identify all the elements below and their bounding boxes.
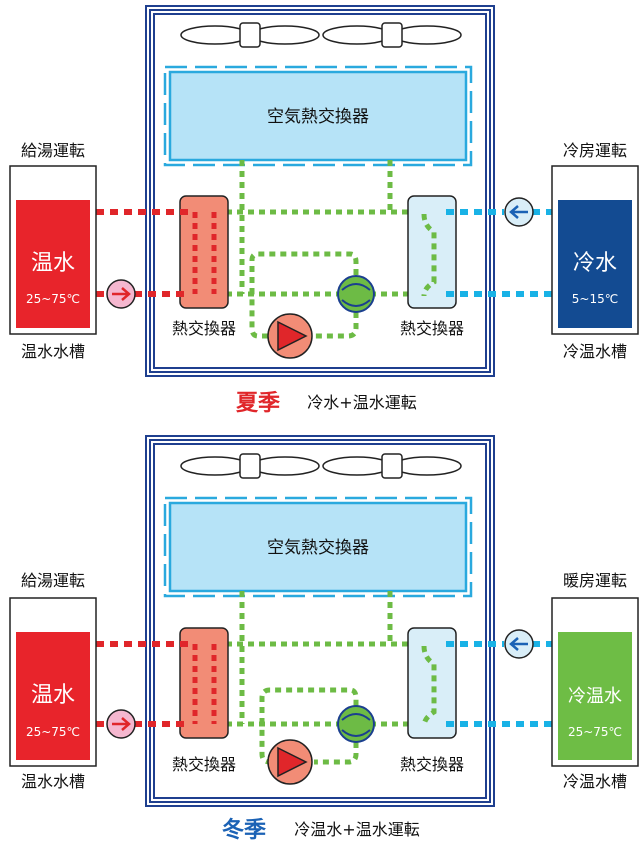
right-tank-temp: 5~15℃ — [572, 292, 618, 306]
fan-icon — [322, 453, 462, 479]
left-tank-name: 温水水槽 — [21, 342, 85, 361]
left-tank-temp: 25~75℃ — [26, 725, 80, 739]
right-tank-name: 冷温水槽 — [563, 342, 627, 361]
right-tank-water — [558, 632, 632, 760]
left-tank-title: 温水 — [31, 683, 75, 708]
cold-water-pump-icon — [504, 629, 534, 659]
expansion-valve-icon — [337, 275, 375, 313]
season-title: 夏季 — [236, 391, 280, 416]
air-hx-label: 空気熱交換器 — [267, 107, 369, 127]
left-tank-water — [16, 632, 90, 760]
right-tank-water — [558, 200, 632, 328]
cold-coil — [421, 645, 437, 727]
air-heat-exchanger — [168, 70, 468, 162]
hot-coil — [192, 212, 217, 294]
compressor-icon — [267, 313, 313, 359]
left-tank-name: 温水水槽 — [21, 772, 85, 791]
right-heat-exchanger — [407, 195, 457, 309]
right-tank-name: 冷温水槽 — [563, 772, 627, 791]
hot-water-pipes — [96, 209, 190, 297]
right-operation-label: 暖房運転 — [563, 571, 627, 590]
air-hx-label: 空気熱交換器 — [267, 538, 369, 558]
air-heat-exchanger-outline — [163, 496, 473, 598]
right-tank-temp: 25~75℃ — [568, 725, 622, 739]
cold-water-pipes — [446, 209, 556, 297]
refrigerant-pipes — [210, 591, 437, 765]
left-tank-water — [16, 200, 90, 328]
left-tank-temp: 25~75℃ — [26, 292, 80, 306]
cold-water-pipes — [446, 641, 556, 727]
cold-water-pump-icon — [504, 197, 534, 227]
air-heat-exchanger-outline — [163, 65, 473, 167]
unit-frame-outer — [145, 435, 495, 807]
mode-label: 冷水+温水運転 — [307, 393, 416, 412]
right-tank-title: 冷水 — [573, 251, 617, 276]
winter-panel: 空気熱交換器 熱交換器 熱交換器 — [9, 435, 639, 843]
refrigerant-pipes — [202, 160, 437, 339]
left-tank-title: 温水 — [31, 251, 75, 276]
unit-frame-middle — [149, 439, 491, 803]
unit-frame-outer — [145, 5, 495, 377]
compressor-icon — [267, 739, 313, 785]
right-tank-title: 冷温水 — [568, 686, 622, 707]
expansion-valve-icon — [337, 705, 375, 743]
hot-water-pipes — [96, 641, 190, 727]
right-operation-label: 冷房運転 — [563, 141, 627, 160]
season-title: 冬季 — [222, 817, 266, 843]
fan-icon — [180, 453, 320, 479]
hot-coil — [192, 644, 217, 724]
summer-panel: 空気熱交換器 熱交換器 熱交換器 — [9, 5, 639, 416]
hot-water-pump-icon — [106, 279, 136, 309]
unit-frame-inner — [153, 443, 487, 799]
left-hx-label: 熱交換器 — [172, 755, 236, 774]
mode-label: 冷温水+温水運転 — [294, 820, 419, 839]
right-heat-exchanger — [407, 627, 457, 739]
cold-coil — [421, 213, 437, 297]
unit-frame-inner — [153, 13, 487, 369]
unit-frame-middle — [149, 9, 491, 373]
fan-icon — [180, 22, 320, 48]
left-operation-label: 給湯運転 — [21, 141, 85, 160]
hot-water-pump-icon — [106, 709, 136, 739]
left-operation-label: 給湯運転 — [21, 571, 85, 590]
right-hx-label: 熱交換器 — [400, 755, 464, 774]
right-hx-label: 熱交換器 — [400, 319, 464, 338]
air-heat-exchanger — [168, 501, 468, 593]
fan-icon — [322, 22, 462, 48]
left-hx-label: 熱交換器 — [172, 319, 236, 338]
